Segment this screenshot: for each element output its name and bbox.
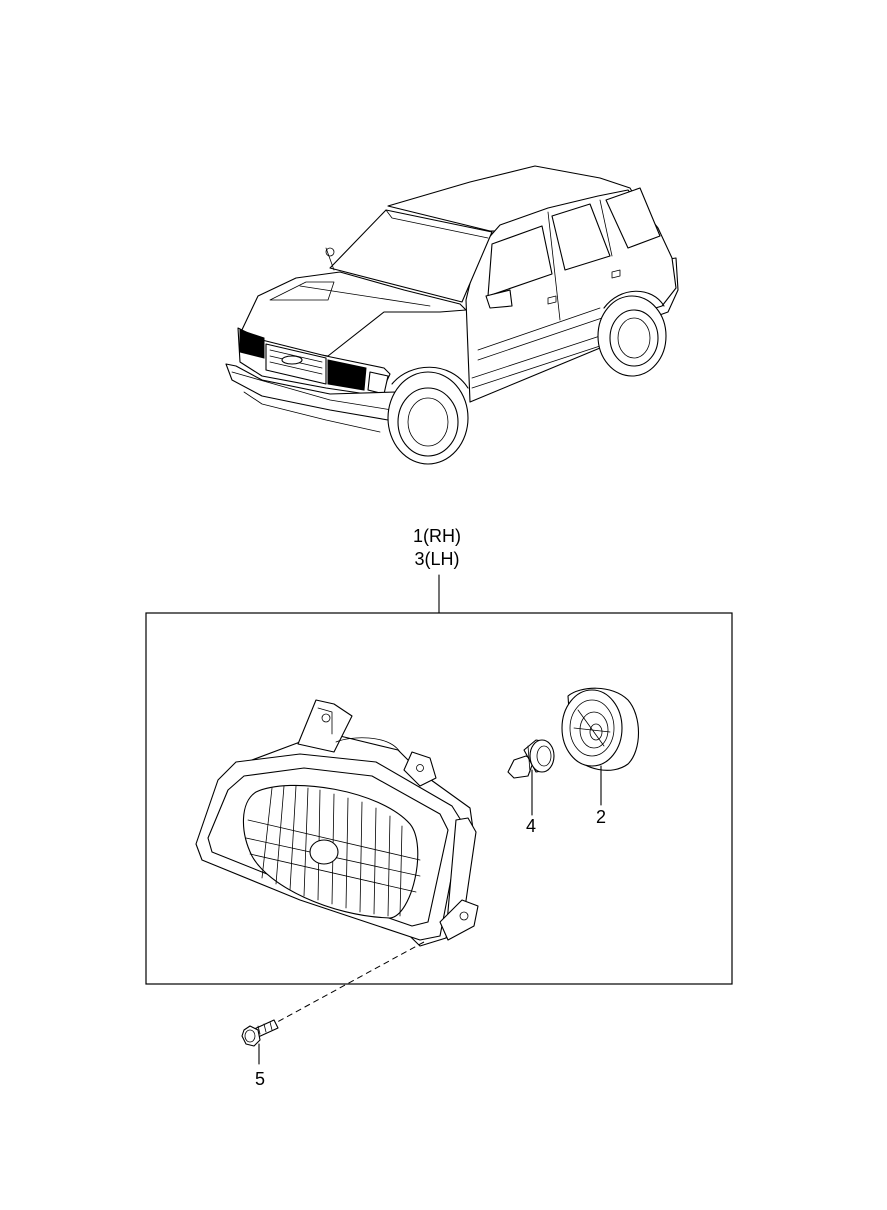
assembly-frame [145,612,733,985]
callout-socket: 2 [596,807,606,827]
callout-bulb: 4 [526,816,536,836]
vehicle-illustration [225,165,679,465]
socket-part [561,687,639,771]
callout-bolt: 5 [255,1069,265,1089]
callout-assembly-lh: 3(LH) [414,549,459,569]
bolt-part [241,1019,279,1047]
headlamp-assembly [195,699,479,947]
bulb-part [507,739,555,779]
callout-assembly-rh: 1(RH) [413,526,461,546]
